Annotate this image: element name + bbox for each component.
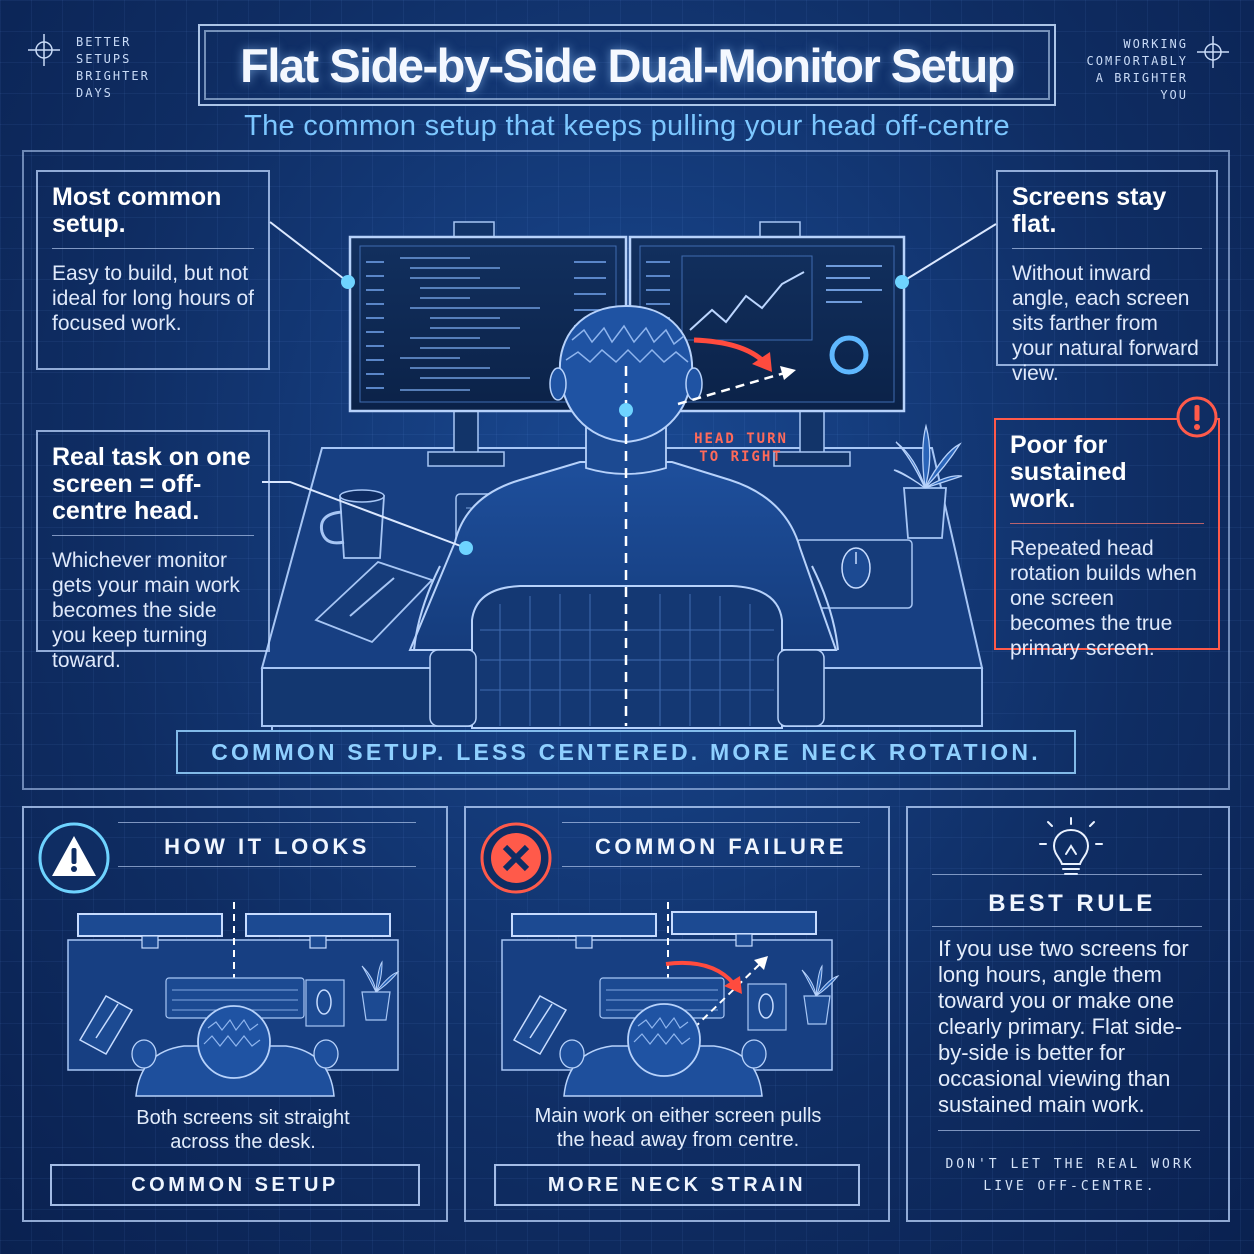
- divider: [52, 535, 254, 536]
- best-rule-body: If you use two screens for long hours, a…: [938, 936, 1189, 1117]
- divider: [118, 866, 416, 867]
- callout-screens-flat: Screens stay flat. Without inward angle,…: [996, 170, 1218, 385]
- head-turn-arrow: [693, 337, 766, 364]
- error-x-icon: [480, 822, 552, 894]
- page-title: Flat Side-by-Side Dual-Monitor Setup: [240, 38, 1015, 92]
- corner-tag-right: WORKING COMFORTABLY A BRIGHTER YOU: [1086, 37, 1188, 102]
- workstation-illustration: [260, 221, 997, 730]
- divider: [938, 1130, 1200, 1131]
- callout-real-task: Real task on one screen = off-centre hea…: [36, 430, 270, 672]
- corner-tag-left: BETTER SETUPS BRIGHTER DAYS: [76, 35, 150, 100]
- lightbulb-icon: [1039, 817, 1103, 875]
- panel-label: MORE NECK STRAIN: [494, 1164, 860, 1206]
- alert-exclamation-icon: [1176, 396, 1218, 438]
- title-box: Flat Side-by-Side Dual-Monitor Setup: [198, 24, 1056, 106]
- top-view-failure-illustration: [501, 902, 840, 1097]
- best-rule-footer: DON'T LET THE REAL WORK LIVE OFF-CENTRE.: [945, 1157, 1195, 1194]
- panel-label: COMMON SETUP: [50, 1164, 420, 1206]
- divider: [562, 866, 860, 867]
- divider: [932, 926, 1202, 927]
- panel-caption: Both screens sit straight across the des…: [136, 1107, 350, 1153]
- panel-best-rule: [906, 806, 1230, 1222]
- panel-heading: BEST RULE: [988, 890, 1156, 917]
- top-view-flat-illustration: [67, 902, 400, 1097]
- divider: [118, 822, 416, 823]
- head-turn-label: HEAD TURN TO RIGHT: [694, 431, 788, 465]
- main-illustration-frame: [22, 150, 1230, 790]
- warning-icon: [38, 822, 110, 894]
- panel-heading: HOW IT LOOKS: [164, 834, 370, 859]
- crosshair-icon: [1197, 36, 1229, 68]
- panel-heading: COMMON FAILURE: [595, 834, 847, 859]
- callout-poor-sustained: Poor for sustained work. Repeated head r…: [994, 418, 1220, 660]
- summary-banner: COMMON SETUP. LESS CENTERED. MORE NECK R…: [176, 730, 1076, 774]
- divider: [1010, 523, 1204, 524]
- divider: [1012, 248, 1202, 249]
- callout-most-common: Most common setup. Easy to build, but no…: [36, 170, 270, 370]
- panel-how-it-looks: [22, 806, 448, 1222]
- divider: [932, 874, 1202, 875]
- crosshair-icon: [28, 34, 60, 66]
- panel-caption: Main work on either screen pulls the hea…: [534, 1105, 822, 1151]
- page-subtitle: The common setup that keeps pulling your…: [244, 110, 1010, 142]
- divider: [52, 248, 254, 249]
- divider: [562, 822, 860, 823]
- panel-common-failure: [464, 806, 890, 1222]
